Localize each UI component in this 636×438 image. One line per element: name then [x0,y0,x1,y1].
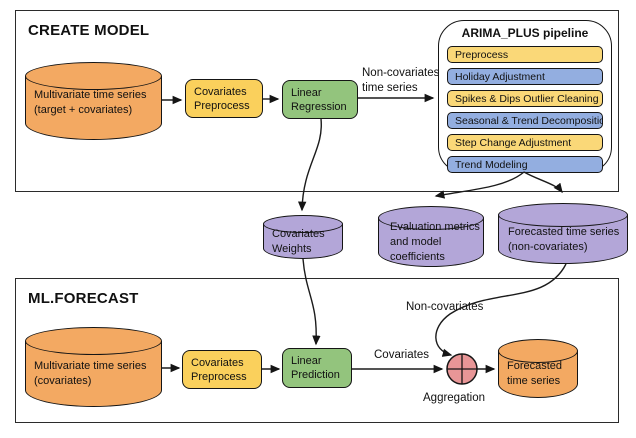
pipeline-step: Trend Modeling [447,156,603,173]
pipeline-step: Preprocess [447,46,603,63]
forecast-input-label: Multivariate time series (covariates) [34,360,147,387]
pipeline-step: Holiday Adjustment [447,68,603,85]
forecast-output-cylinder: Forecasted time series [498,339,578,398]
covariates-weights-label: Covariates Weights [272,228,325,255]
covariates-preprocess-forecast-box: Covariates Preprocess [182,350,262,389]
forecast-noncovariates-cylinder: Forecasted time series (non-covariates) [498,203,628,264]
covariates-edge-label: Covariates [374,349,429,361]
noncovariates-time-series-label: Non-covariates time series [362,67,440,94]
pipeline-step: Seasonal & Trend Decomposition [447,112,603,129]
covariates-weights-cylinder: Covariates Weights [263,215,343,259]
covariates-preprocess-train-box: Covariates Preprocess [185,79,263,118]
train-input-cylinder: Multivariate time series (target + covar… [25,62,162,140]
noncovariates-edge-label: Non-covariates [406,301,484,313]
ml-forecast-title: ML.FORECAST [28,290,139,307]
aggregation-label: Aggregation [423,392,486,404]
train-input-label: Multivariate time series (target + covar… [34,89,147,116]
create-model-title: CREATE MODEL [28,22,150,39]
evaluation-metrics-cylinder: Evaluation metrics and model coefficient… [378,206,484,267]
forecast-input-cylinder: Multivariate time series (covariates) [25,327,162,407]
linear-prediction-box: Linear Prediction [282,348,352,388]
pipeline-step: Spikes & Dips Outlier Cleaning [447,90,603,107]
evaluation-metrics-label: Evaluation metrics and model coefficient… [390,221,480,263]
pipeline-step: Step Change Adjustment [447,134,603,151]
linear-regression-box: Linear Regression [282,80,358,119]
forecast-output-label: Forecasted time series [507,360,563,387]
arima-plus-pipeline-title: ARIMA_PLUS pipeline [461,26,589,40]
forecast-noncovariates-label: Forecasted time series (non-covariates) [508,226,620,253]
